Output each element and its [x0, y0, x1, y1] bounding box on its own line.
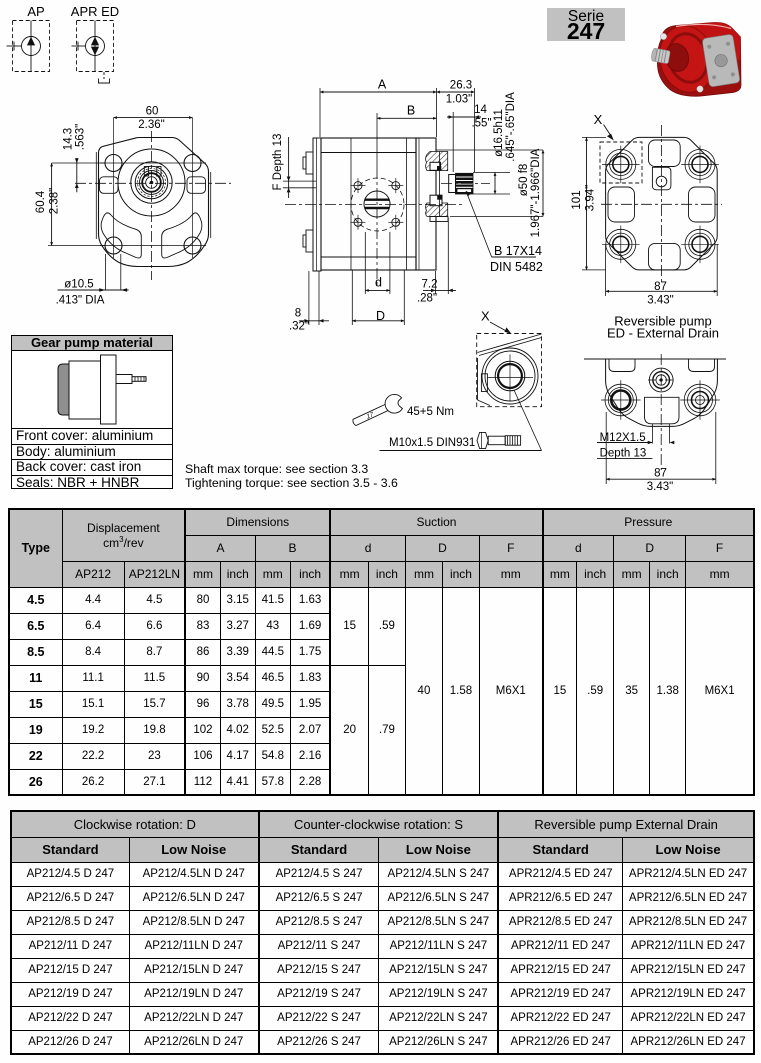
svg-text:Serie: Serie: [568, 8, 604, 25]
svg-text:B 17X14: B 17X14: [494, 244, 542, 258]
svg-text:X: X: [481, 309, 490, 324]
svg-text:APR ED: APR ED: [71, 4, 119, 19]
svg-text:Reversible pump: Reversible pump: [614, 313, 712, 328]
svg-text:B: B: [407, 104, 415, 118]
svg-text:3.43": 3.43": [647, 294, 673, 306]
svg-text:M12X1.5: M12X1.5: [600, 432, 646, 444]
svg-text:d: d: [375, 276, 382, 290]
svg-text:45+5 Nm: 45+5 Nm: [407, 406, 454, 418]
svg-text:2.38": 2.38": [49, 188, 61, 214]
svg-text:F Depth 13: F Depth 13: [272, 134, 284, 191]
svg-text:247: 247: [567, 18, 605, 44]
svg-text:AP: AP: [27, 4, 44, 19]
svg-text:.28": .28": [417, 293, 437, 305]
svg-text:.413" DIA: .413" DIA: [56, 295, 105, 307]
svg-text:101: 101: [571, 190, 583, 209]
svg-text:1.967"-1.966"DIA: 1.967"-1.966"DIA: [530, 148, 542, 237]
svg-text:7.2: 7.2: [422, 279, 438, 291]
svg-text:87: 87: [654, 467, 667, 479]
svg-text:14: 14: [474, 104, 487, 116]
svg-text:60: 60: [146, 106, 159, 118]
svg-text:3.43": 3.43": [647, 481, 673, 493]
svg-text:1.03": 1.03": [446, 94, 472, 106]
svg-text:ø50 f8: ø50 f8: [518, 164, 530, 197]
svg-text:.55": .55": [471, 118, 491, 130]
svg-text:D: D: [376, 309, 385, 323]
svg-text:DIN 5482: DIN 5482: [490, 260, 543, 274]
svg-text:.563": .563": [75, 124, 87, 150]
svg-text:87: 87: [654, 281, 667, 293]
svg-text:M10x1.5 DIN931: M10x1.5 DIN931: [389, 437, 475, 449]
svg-text:17: 17: [366, 411, 374, 421]
svg-text:14.3: 14.3: [63, 128, 75, 150]
svg-text:60.4: 60.4: [35, 190, 47, 213]
svg-text:2.36": 2.36": [138, 119, 164, 131]
svg-text:Depth 13: Depth 13: [600, 448, 647, 460]
svg-text:A: A: [378, 78, 387, 92]
svg-text:.32": .32": [289, 321, 309, 333]
svg-text:X: X: [594, 112, 603, 127]
svg-text:.645"-.65"DIA: .645"-.65"DIA: [505, 92, 517, 162]
svg-text:ED - External Drain: ED - External Drain: [607, 326, 719, 341]
svg-text:8: 8: [295, 308, 301, 320]
svg-text:ø10.5: ø10.5: [64, 279, 93, 291]
svg-text:ø16.5h11: ø16.5h11: [493, 109, 505, 157]
svg-text:26.3: 26.3: [450, 80, 472, 92]
svg-text:3.94": 3.94": [585, 185, 597, 211]
